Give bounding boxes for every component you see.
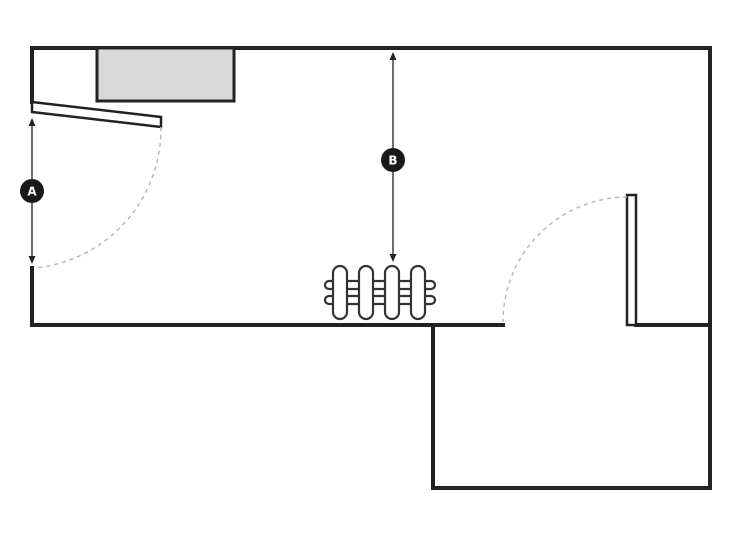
dimension-b-badge <box>381 148 405 172</box>
radiator-fin <box>409 264 427 321</box>
dimension-a-badge <box>20 179 44 203</box>
door-right-leaf <box>625 193 638 327</box>
radiator-pipe-top <box>323 279 437 291</box>
dimension-a-arrow-top <box>28 118 36 126</box>
door-left-swing-arc <box>34 126 162 269</box>
radiator-fin <box>383 264 401 321</box>
dimension-a: A <box>20 118 44 264</box>
dimension-b: B <box>381 52 405 262</box>
door-left <box>30 100 163 269</box>
dimension-b-label: B <box>388 154 397 168</box>
door-right <box>502 193 638 327</box>
door-left-leaf <box>30 100 163 129</box>
radiator-fin <box>331 264 349 321</box>
door-right-swing-arc <box>502 196 628 323</box>
dimension-a-label: A <box>27 185 37 199</box>
cabinet-icon <box>95 46 236 103</box>
radiator-pipe-bottom <box>323 294 437 306</box>
dimension-b-arrow-top <box>389 52 397 60</box>
dimension-b-arrow-bottom <box>389 254 397 262</box>
radiator-icon <box>323 264 437 321</box>
dimension-a-arrow-bottom <box>28 256 36 264</box>
radiator-fin <box>357 264 375 321</box>
